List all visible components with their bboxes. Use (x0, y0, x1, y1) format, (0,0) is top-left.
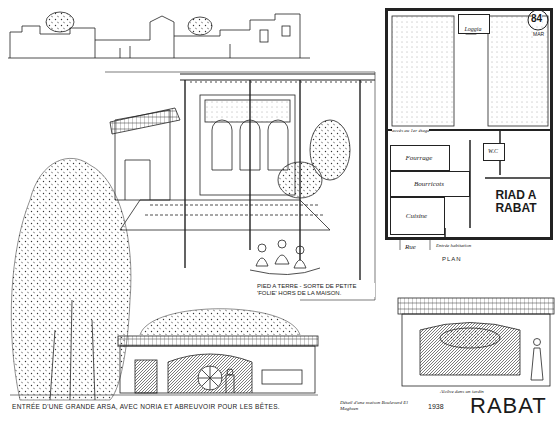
date: 1938 (428, 403, 444, 411)
note: Détail d'une maison Boulevard El Maghzen (340, 400, 420, 412)
room-label: Loggia (461, 26, 485, 32)
room-label: Cuisine (393, 212, 440, 220)
room-label: W.C (486, 148, 500, 154)
plan-label: PLAN (442, 256, 462, 263)
sheet-number: 84 (531, 13, 542, 25)
sheet-title: RABAT (470, 393, 547, 418)
room-label: Bourricots (393, 180, 465, 188)
room-label: Fourrage (393, 154, 445, 162)
room: Fourrage (390, 145, 450, 171)
plan-label: accès au 1er étage (392, 128, 429, 134)
sheet-code: MAR (533, 32, 544, 38)
plan-label: Rue (405, 243, 416, 251)
plan-label: Entrée habitation (436, 243, 471, 249)
plan-outline: RIAD A RABAT LoggiaFourrage W.C BourricotsC… (385, 8, 553, 240)
room: Cuisine (390, 197, 445, 235)
room: W.C (483, 143, 505, 161)
room: Bourricots (390, 171, 470, 197)
sketch-caption: ENTRÉE D'UNE GRANDE ARSA, AVEC NORIA ET … (12, 403, 280, 410)
room: Loggia (458, 14, 490, 34)
plan-title: RIAD A RABAT (486, 189, 546, 215)
sketch-caption: PIED A TERRE - SORTE DE PETITE 'FOLIE' H… (257, 283, 375, 297)
